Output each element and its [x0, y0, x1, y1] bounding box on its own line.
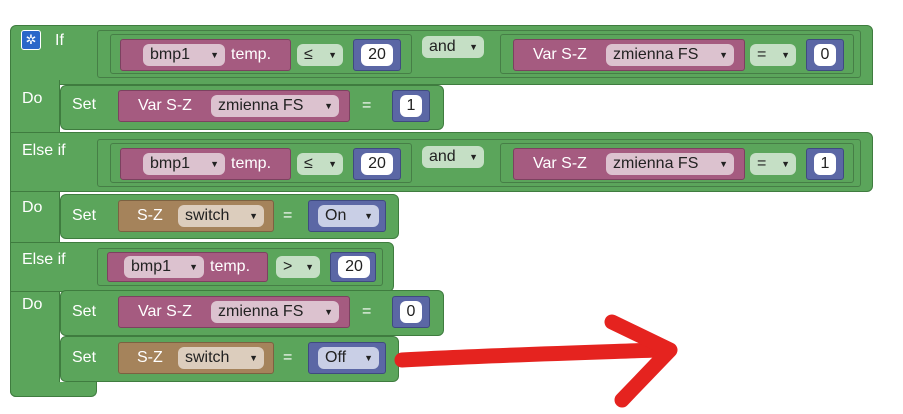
number-field[interactable]: 20 [361, 44, 393, 66]
and-dropdown[interactable]: and▼ [422, 36, 484, 58]
number-field[interactable]: 0 [400, 301, 422, 323]
and-dropdown[interactable]: and▼ [422, 146, 484, 168]
temp-label: temp. [231, 155, 272, 172]
equals-dropdown[interactable]: =▼ [750, 153, 796, 175]
equals-label: = [283, 349, 293, 366]
number-field[interactable]: 1 [814, 153, 836, 175]
var-sz-label: Var S-Z [138, 303, 192, 320]
switch-dropdown[interactable]: switch▼ [178, 205, 264, 227]
number-field[interactable]: 0 [814, 44, 836, 66]
if-keyword: If [55, 32, 64, 49]
number-field[interactable]: 20 [338, 256, 370, 278]
do-keyword: Do [22, 199, 43, 216]
if-block-bottom [10, 382, 97, 397]
sz-label: S-Z [137, 207, 163, 224]
fs-variable-dropdown[interactable]: zmienna FS▼ [211, 95, 339, 117]
red-arrow-icon [394, 314, 678, 408]
sensor-dropdown[interactable]: bmp1▼ [143, 153, 225, 175]
temp-label: temp. [231, 46, 272, 63]
do-keyword: Do [22, 90, 43, 107]
equals-dropdown[interactable]: =▼ [750, 44, 796, 66]
if-block-spine [10, 80, 60, 397]
fs-variable-dropdown[interactable]: zmienna FS▼ [211, 301, 339, 323]
sensor-dropdown[interactable]: bmp1▼ [124, 256, 204, 278]
else-if-keyword: Else if [22, 251, 66, 268]
set-keyword: Set [72, 349, 97, 366]
var-sz-label: Var S-Z [138, 97, 192, 114]
state-dropdown[interactable]: On▼ [318, 205, 379, 227]
set-keyword: Set [72, 96, 97, 113]
operator-dropdown[interactable]: >▼ [276, 256, 320, 278]
set-keyword: Set [72, 207, 97, 224]
var-sz-label: Var S-Z [533, 155, 587, 172]
operator-dropdown[interactable]: ≤▼ [297, 44, 343, 66]
sensor-dropdown[interactable]: bmp1▼ [143, 44, 225, 66]
temp-label: temp. [210, 258, 251, 275]
fs-variable-dropdown[interactable]: zmienna FS▼ [606, 153, 734, 175]
mutator-gear-icon[interactable]: ✲ [21, 30, 41, 50]
fs-variable-dropdown[interactable]: zmienna FS▼ [606, 44, 734, 66]
sz-label: S-Z [137, 349, 163, 366]
equals-label: = [362, 303, 372, 320]
number-field[interactable]: 20 [361, 153, 393, 175]
equals-label: = [283, 207, 293, 224]
var-sz-label: Var S-Z [533, 46, 587, 63]
state-dropdown[interactable]: Off▼ [318, 347, 379, 369]
else-if-keyword: Else if [22, 142, 66, 159]
set-keyword: Set [72, 303, 97, 320]
operator-dropdown[interactable]: ≤▼ [297, 153, 343, 175]
do-keyword: Do [22, 296, 43, 313]
number-field[interactable]: 1 [400, 95, 422, 117]
switch-dropdown[interactable]: switch▼ [178, 347, 264, 369]
equals-label: = [362, 97, 372, 114]
